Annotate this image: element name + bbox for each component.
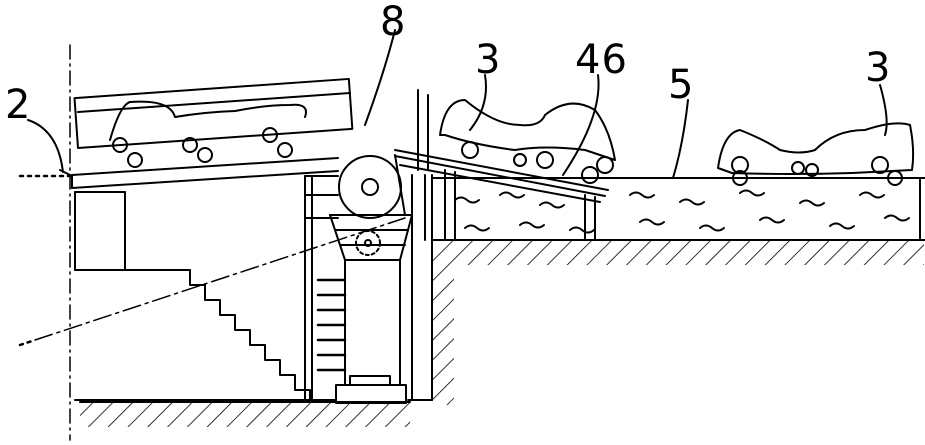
ref-label-5: 5 bbox=[668, 62, 695, 108]
ref-label-2: 2 bbox=[5, 82, 32, 128]
ref-label-3-left: 3 bbox=[475, 37, 502, 83]
ladder bbox=[318, 280, 345, 370]
leader-lines bbox=[28, 30, 887, 178]
chute bbox=[395, 150, 608, 240]
support-column bbox=[305, 176, 338, 400]
roller bbox=[339, 155, 405, 218]
ground-hatch-right bbox=[454, 240, 924, 265]
ground-hatch-bottom bbox=[80, 402, 410, 427]
ref-label-46: 46 bbox=[575, 37, 628, 83]
track-platform bbox=[20, 158, 338, 188]
pit-wall bbox=[408, 90, 432, 400]
hopper bbox=[330, 215, 412, 403]
boat-on-water bbox=[718, 123, 913, 185]
coaster-car-platform bbox=[75, 79, 353, 167]
ref-label-3-right: 3 bbox=[865, 45, 892, 91]
ground-hatch-wall bbox=[432, 240, 454, 405]
water bbox=[432, 178, 925, 240]
boat-on-chute bbox=[440, 100, 615, 183]
pulley bbox=[356, 231, 380, 255]
station-building bbox=[75, 192, 335, 400]
ref-label-8: 8 bbox=[380, 0, 407, 45]
staircase bbox=[190, 270, 310, 400]
chain-line bbox=[35, 218, 405, 340]
